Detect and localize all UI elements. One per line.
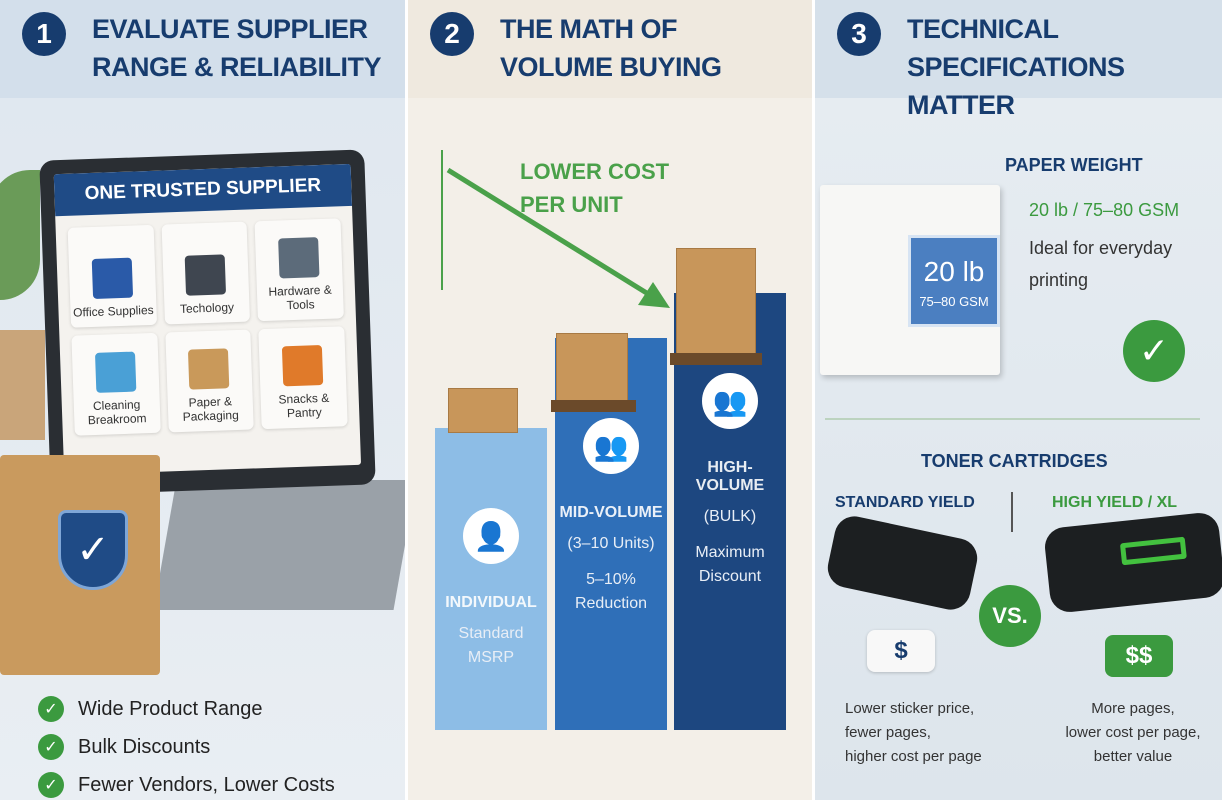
downward-arrow-icon (441, 150, 670, 308)
category-label: Paper & Packaging (182, 394, 240, 424)
high-description: More pages, lower cost per page, better va… (1053, 697, 1213, 769)
category-label: Hardware & Tools (268, 282, 333, 313)
tier-label: MID-VOLUME (559, 504, 663, 521)
cardboard-boxes-image (448, 388, 518, 433)
laptop-icon (185, 254, 227, 296)
divider (825, 418, 1200, 420)
panel-specs: 3 TECHNICAL SPECIFICATIONS MATTER 20 lb … (815, 0, 1222, 800)
tier-detail: Discount (698, 568, 762, 585)
category-label: Office Supplies (72, 302, 154, 320)
snack-bag-icon (282, 345, 324, 387)
panel-title: TECHNICAL SPECIFICATIONS MATTER (907, 14, 1125, 120)
tier-detail: Standard (458, 625, 524, 642)
tier-label: HIGH-VOLUME (695, 459, 765, 494)
price-tag-high: $$ (1105, 635, 1173, 677)
keyboard-image (153, 480, 405, 610)
high-yield-title: HIGH YIELD / XL (1052, 494, 1178, 511)
tier-label: INDIVIDUAL (445, 594, 537, 611)
binder-icon (91, 257, 133, 299)
panel-title: THE MATH OF VOLUME BUYING (500, 14, 722, 82)
spray-bottle-icon (94, 351, 137, 393)
check-icon: ✓ (38, 772, 64, 798)
category-label: Cleaning Breakroom (87, 397, 147, 428)
shipping-box-image: ✓ (0, 455, 160, 675)
benefit-label: Bulk Discounts (78, 735, 211, 758)
panel-volume: 2 THE MATH OF VOLUME BUYING LOWER COST P… (408, 0, 812, 800)
high-yield-toner-image (1043, 511, 1222, 614)
description-line: fewer pages, (845, 724, 931, 741)
category-tile: Office Supplies (67, 224, 157, 328)
description-line: Lower sticker price, (845, 700, 975, 717)
vs-badge: VS. (979, 585, 1041, 647)
tier-detail: Reduction (574, 595, 648, 612)
tier-detail: (3–10 Units) (567, 535, 655, 552)
check-icon: ✓ (1123, 320, 1185, 382)
benefit-label: Wide Product Range (78, 697, 263, 720)
divider (1011, 492, 1013, 532)
pallet-image (551, 400, 636, 412)
paper-spec: 20 lb / 75–80 GSM (1029, 200, 1180, 220)
check-icon: ✓ (38, 734, 64, 760)
benefits-list: ✓ Wide Product Range ✓ Bulk Discounts ✓ Fewer… (38, 690, 335, 800)
step-number: 1 (22, 12, 66, 56)
paper-note: Ideal for everyday printing (1029, 238, 1173, 290)
panel-supplier: 1 EVALUATE SUPPLIER RANGE & RELIABILITY … (0, 0, 405, 800)
benefit-item: ✓ Fewer Vendors, Lower Costs (38, 766, 335, 800)
shield-check-icon: ✓ (58, 510, 128, 590)
step-number: 3 (837, 12, 881, 56)
group-icon: 👥 (583, 418, 639, 474)
panel-header: 2 THE MATH OF VOLUME BUYING (408, 0, 812, 98)
standard-yield-title: STANDARD YIELD (835, 494, 975, 511)
panel-header: 1 EVALUATE SUPPLIER RANGE & RELIABILITY (0, 0, 405, 98)
paper-heading: PAPER WEIGHT (1005, 155, 1143, 175)
tier-detail: 5–10% (586, 571, 636, 588)
check-icon: ✓ (38, 696, 64, 722)
tier-detail: Maximum (695, 544, 765, 561)
arrow-label: LOWER COST PER UNIT (520, 159, 670, 217)
category-tile: Techology (161, 221, 251, 325)
label-gsm: 75–80 GSM (919, 294, 989, 309)
description-line: lower cost per page, (1065, 724, 1201, 741)
category-tile: Hardware & Tools (254, 218, 344, 322)
person-icon: 👤 (463, 508, 519, 564)
tools-icon (278, 237, 320, 279)
pallet-image (670, 353, 762, 365)
benefit-item: ✓ Bulk Discounts (38, 728, 335, 766)
category-tile: Snacks & Pantry (258, 326, 348, 430)
paper-label: 20 lb 75–80 GSM (908, 235, 1000, 327)
description-line: higher cost per page (845, 748, 982, 765)
group-icon: 👥 (702, 373, 758, 429)
panel-header: 3 TECHNICAL SPECIFICATIONS MATTER (815, 0, 1222, 120)
shelf-box-image (0, 330, 45, 440)
price-tag-standard: $ (867, 630, 935, 672)
standard-toner-image (824, 512, 981, 614)
description-line: More pages, (1091, 700, 1175, 717)
tier-detail: (BULK) (703, 508, 757, 525)
benefit-item: ✓ Wide Product Range (38, 690, 335, 728)
plant-image (0, 170, 40, 300)
category-label: Snacks & Pantry (278, 390, 330, 421)
benefit-label: Fewer Vendors, Lower Costs (78, 773, 335, 796)
category-label: Techology (179, 300, 235, 316)
category-tile: Cleaning Breakroom (71, 332, 161, 436)
paper-stack-image: 20 lb 75–80 GSM (820, 185, 1000, 375)
tier-detail: MSRP (467, 649, 515, 666)
standard-description: Lower sticker price, fewer pages, higher c… (845, 697, 982, 769)
description-line: better value (1093, 748, 1173, 765)
toner-heading: TONER CARTRIDGES (921, 451, 1108, 471)
cardboard-boxes-image (556, 333, 628, 403)
box-icon (188, 348, 230, 390)
category-tile: Paper & Packaging (164, 329, 255, 433)
panel-title: EVALUATE SUPPLIER RANGE & RELIABILITY (92, 14, 382, 82)
cardboard-boxes-image (676, 248, 756, 358)
label-weight: 20 lb (923, 256, 985, 287)
step-number: 2 (430, 12, 474, 56)
